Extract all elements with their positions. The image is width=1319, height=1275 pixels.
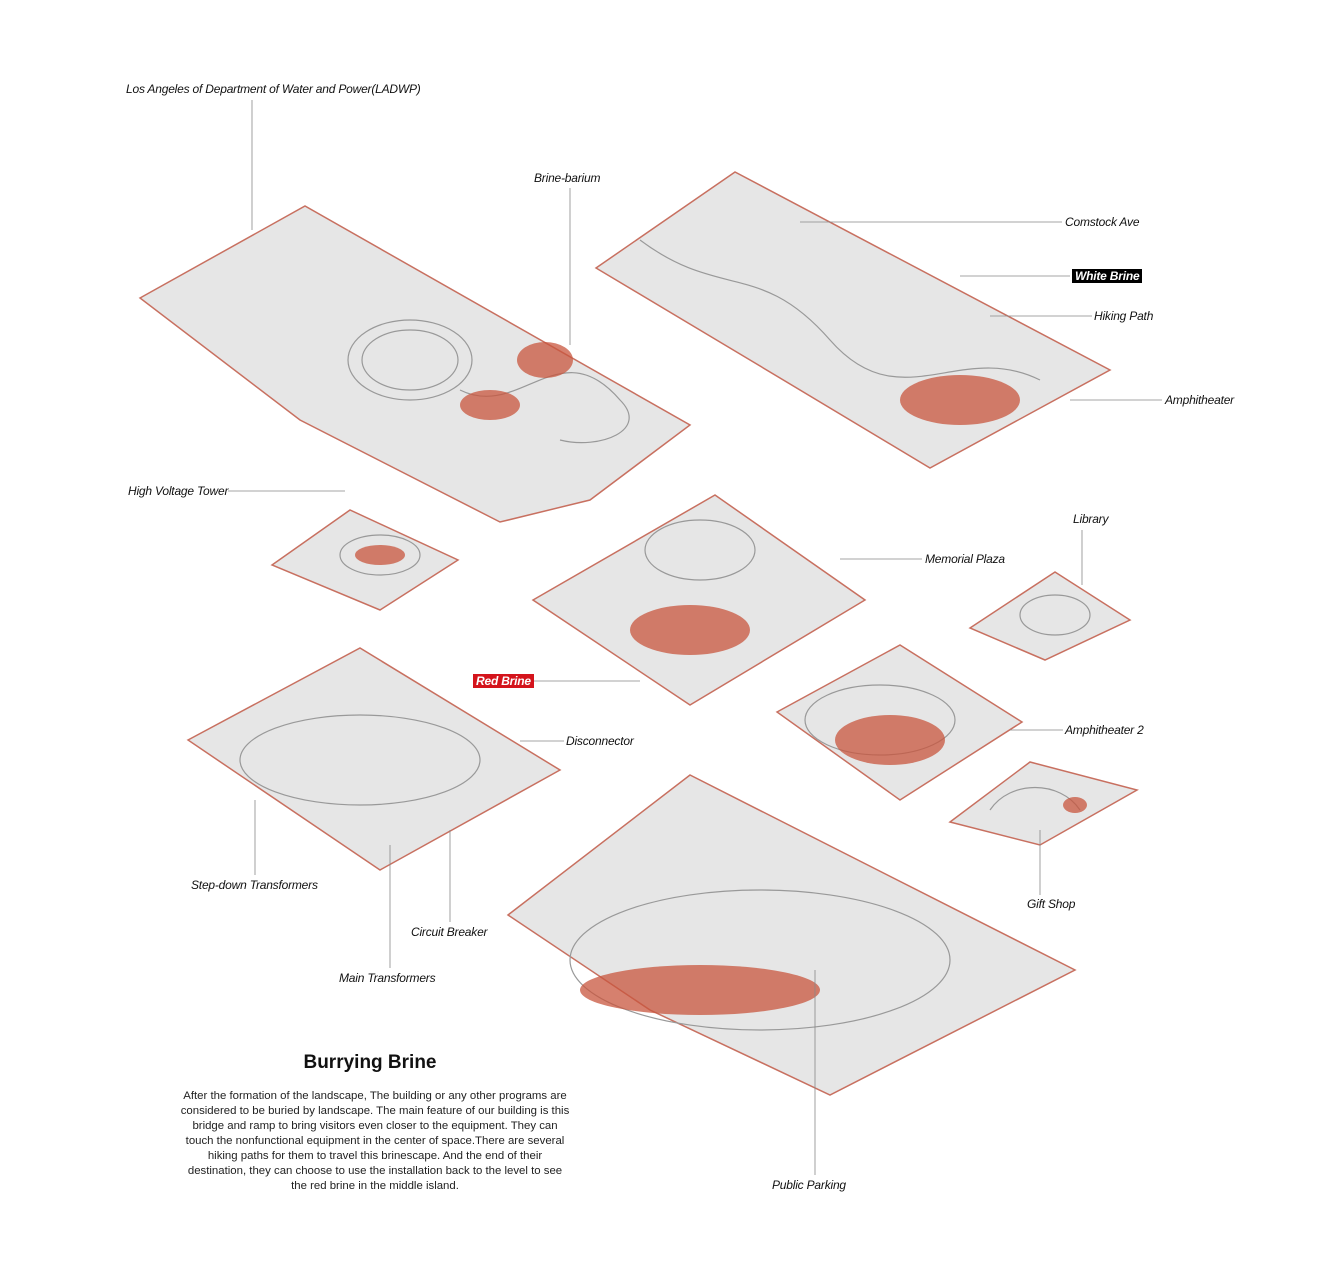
label-ladwp: Los Angeles of Department of Water and P… [126,82,421,96]
label-hiking-path: Hiking Path [1094,309,1154,323]
label-amphitheater: Amphitheater [1165,393,1234,407]
site-memorial-plaza [531,494,867,706]
label-main-transformers: Main Transformers [339,971,436,985]
label-disconnector: Disconnector [566,734,634,748]
label-brine-barium: Brine-barium [534,171,601,185]
label-step-down-transformers: Step-down Transformers [191,878,318,892]
diagram-description: After the formation of the landscape, Th… [180,1090,570,1192]
label-public-parking: Public Parking [772,1178,846,1192]
label-comstock-ave: Comstock Ave [1065,215,1140,229]
label-white-brine: White Brine [1072,269,1143,283]
label-red-brine: Red Brine [473,674,534,688]
site-gift-shop [948,761,1139,846]
label-high-voltage-tower: High Voltage Tower [128,484,229,498]
site-library [968,571,1132,661]
site-ladwp [138,205,692,523]
label-memorial-plaza: Memorial Plaza [925,552,1005,566]
diagram-title: Burrying Brine [303,1052,437,1073]
label-circuit-breaker: Circuit Breaker [411,925,488,939]
site-substation [186,647,562,871]
label-amphitheater-2: Amphitheater 2 [1065,723,1144,737]
label-library: Library [1073,512,1109,526]
label-gift-shop: Gift Shop [1027,897,1076,911]
